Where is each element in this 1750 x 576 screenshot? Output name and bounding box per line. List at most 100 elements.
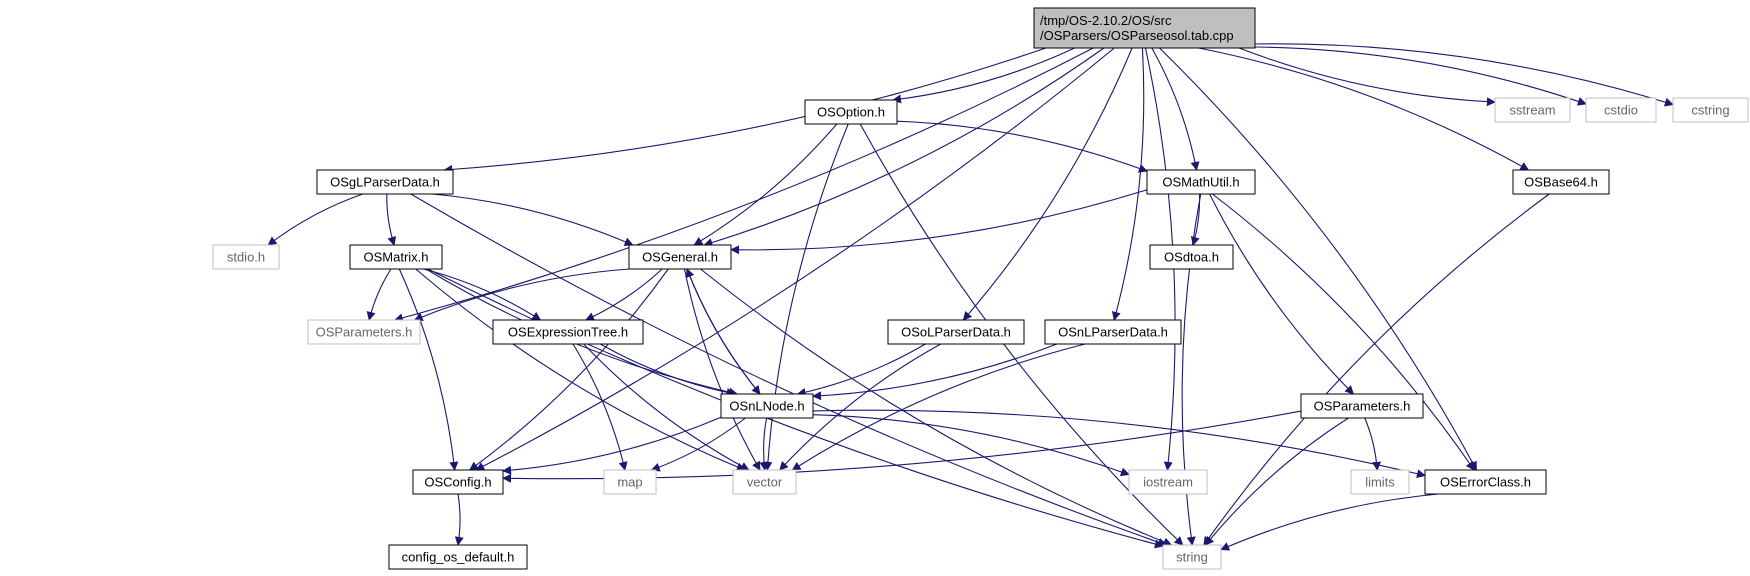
node-limits: limits bbox=[1350, 469, 1410, 495]
node-osmatrix[interactable]: OSMatrix.h bbox=[349, 244, 443, 270]
node-cstdio: cstdio bbox=[1585, 97, 1657, 123]
node-osexpressiontree[interactable]: OSExpressionTree.h bbox=[492, 319, 644, 345]
node-osolparserdata[interactable]: OSoLParserData.h bbox=[887, 319, 1025, 345]
node-label-osglparserdata: OSgLParserData.h bbox=[330, 175, 440, 190]
edge-osmatrix-to-string bbox=[427, 268, 1164, 549]
edge-osbase64-to-string bbox=[1203, 193, 1550, 546]
edge-osnlnode-to-map bbox=[650, 417, 746, 472]
node-box-osoption bbox=[804, 99, 898, 125]
node-box-osmathutil bbox=[1146, 169, 1256, 195]
node-iostream: iostream bbox=[1128, 469, 1208, 495]
node-box-stdio bbox=[212, 244, 280, 270]
edge-root-to-oserrorclass bbox=[1159, 47, 1477, 471]
node-label-osoption: OSOption.h bbox=[817, 105, 885, 120]
node-box-root bbox=[1033, 7, 1256, 49]
node-box-vector bbox=[732, 469, 797, 495]
edge-root-to-sstream bbox=[1238, 47, 1496, 107]
node-box-osbase64 bbox=[1512, 169, 1610, 195]
node-box-sstream bbox=[1494, 97, 1571, 123]
node-osdtoa[interactable]: OSdtoa.h bbox=[1149, 244, 1234, 270]
edge-root-to-osglparserdata bbox=[443, 47, 1047, 174]
node-osparameters[interactable]: OSParameters.h bbox=[1300, 393, 1424, 419]
edge-osmatrix-to-osparameters_ext bbox=[366, 268, 392, 321]
node-label-osolparserdata: OSoLParserData.h bbox=[901, 325, 1011, 340]
node-label-oserrorclass: OSErrorClass.h bbox=[1440, 475, 1531, 490]
node-box-map bbox=[603, 469, 657, 495]
node-label-osmatrix: OSMatrix.h bbox=[363, 250, 428, 265]
edge-root-to-osmathutil bbox=[1151, 47, 1200, 171]
node-box-limits bbox=[1350, 469, 1410, 495]
node-box-oserrorclass bbox=[1424, 469, 1547, 495]
node-label-osdtoa: OSdtoa.h bbox=[1164, 250, 1219, 265]
edge-root-to-osoption bbox=[892, 47, 1075, 104]
node-label-root-line-2: /OSParsers/OSParseosol.tab.cpp bbox=[1040, 28, 1234, 43]
edge-osmatrix-to-vector bbox=[415, 268, 746, 472]
edge-osnlnode-to-vector bbox=[759, 417, 769, 471]
node-label-osnlnode: OSnLNode.h bbox=[729, 399, 804, 414]
edge-osnlparserdata-to-vector bbox=[791, 343, 1086, 471]
edge-osgeneral-to-osparameters_ext bbox=[413, 268, 630, 322]
edge-osoption-to-osmathutil bbox=[896, 120, 1148, 173]
node-osconfig[interactable]: OSConfig.h bbox=[412, 469, 504, 495]
node-map: map bbox=[603, 469, 657, 495]
node-vector: vector bbox=[732, 469, 797, 495]
node-label-stdio: stdio.h bbox=[227, 250, 265, 265]
node-box-osmatrix bbox=[349, 244, 443, 270]
edge-osnlnode-to-osgeneral bbox=[685, 268, 761, 395]
node-label-string: string bbox=[1176, 550, 1208, 565]
node-label-osparameters: OSParameters.h bbox=[1314, 399, 1411, 414]
edge-osmathutil-to-oserrorclass bbox=[1212, 193, 1475, 471]
edge-root-to-cstdio bbox=[1254, 46, 1587, 106]
node-oserrorclass[interactable]: OSErrorClass.h bbox=[1424, 469, 1547, 495]
node-osmathutil[interactable]: OSMathUtil.h bbox=[1146, 169, 1256, 195]
node-config-os-default[interactable]: config_os_default.h bbox=[388, 544, 528, 570]
node-cstring: cstring bbox=[1672, 97, 1749, 123]
node-osparameters-ext: OSParameters.h bbox=[307, 319, 421, 345]
node-label-limits: limits bbox=[1365, 475, 1395, 490]
node-osnlparserdata[interactable]: OSnLParserData.h bbox=[1044, 319, 1182, 345]
node-string: string bbox=[1162, 544, 1222, 570]
node-box-osnlparserdata bbox=[1044, 319, 1182, 345]
node-box-osdtoa bbox=[1149, 244, 1234, 270]
edge-root-to-osconfig bbox=[475, 47, 1115, 471]
node-stdio: stdio.h bbox=[212, 244, 280, 270]
node-label-osgeneral: OSGeneral.h bbox=[642, 250, 718, 265]
node-label-osconfig: OSConfig.h bbox=[424, 475, 491, 490]
edge-osexpressiontree-to-osnlnode bbox=[600, 343, 736, 397]
edge-osconfig-to-config_os_default bbox=[454, 493, 464, 546]
node-label-iostream: iostream bbox=[1143, 475, 1193, 490]
node-osbase64[interactable]: OSBase64.h bbox=[1512, 169, 1610, 195]
edge-osgeneral-to-osconfig bbox=[469, 268, 669, 471]
edge-osolparserdata-to-vector bbox=[779, 343, 941, 471]
node-osglparserdata[interactable]: OSgLParserData.h bbox=[316, 169, 454, 195]
node-root[interactable]: /tmp/OS-2.10.2/OS/src/OSParsers/OSParseo… bbox=[1033, 7, 1256, 49]
edge-osexpressiontree-to-vector bbox=[583, 343, 750, 471]
edge-osgeneral-to-osexpressiontree bbox=[585, 268, 663, 321]
node-label-cstdio: cstdio bbox=[1604, 103, 1638, 118]
node-label-map: map bbox=[617, 475, 642, 490]
edge-osoption-to-osgeneral bbox=[693, 123, 838, 246]
node-label-cstring: cstring bbox=[1691, 103, 1729, 118]
node-box-config-os-default bbox=[388, 544, 528, 570]
node-box-osparameters bbox=[1300, 393, 1424, 419]
edge-osolparserdata-to-osnlnode bbox=[796, 343, 926, 397]
node-box-osconfig bbox=[412, 469, 504, 495]
node-label-osexpressiontree: OSExpressionTree.h bbox=[508, 325, 628, 340]
node-osgeneral[interactable]: OSGeneral.h bbox=[628, 244, 732, 270]
edge-osnlparserdata-to-osnlnode bbox=[812, 343, 1058, 401]
edge-root-to-osbase64 bbox=[1198, 47, 1530, 171]
edge-root-to-osgeneral bbox=[703, 47, 1105, 247]
nodes-layer: /tmp/OS-2.10.2/OS/src/OSParsers/OSParseo… bbox=[212, 7, 1749, 570]
node-box-osparameters-ext bbox=[307, 319, 421, 345]
node-osoption[interactable]: OSOption.h bbox=[804, 99, 898, 125]
edge-osnlnode-to-osconfig bbox=[502, 416, 722, 475]
edge-root-to-osparameters_ext bbox=[393, 47, 1094, 323]
node-osnlnode[interactable]: OSnLNode.h bbox=[720, 393, 814, 419]
node-box-osnlnode bbox=[720, 393, 814, 419]
edge-osmatrix-to-osexpressiontree bbox=[423, 268, 542, 321]
node-box-osgeneral bbox=[628, 244, 732, 270]
edge-root-to-osolparserdata bbox=[962, 47, 1133, 321]
edge-osmatrix-to-osconfig bbox=[398, 268, 459, 471]
node-label-sstream: sstream bbox=[1509, 103, 1555, 118]
